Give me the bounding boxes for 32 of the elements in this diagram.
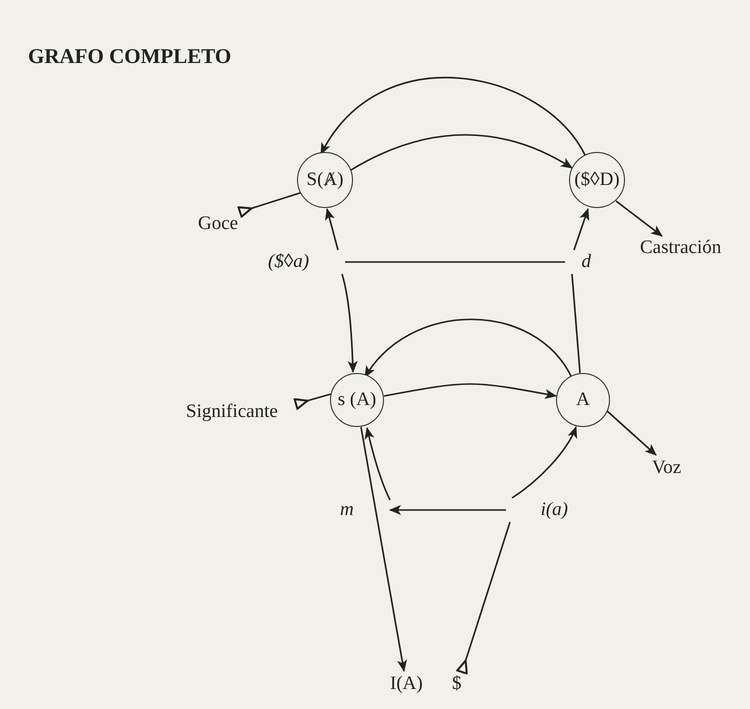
connector-line (571, 274, 581, 374)
junction-label: d (565, 250, 591, 274)
arrow (605, 409, 657, 456)
arrow (573, 208, 590, 250)
arrow (456, 522, 511, 675)
arrow (616, 200, 663, 237)
node-circle: A (556, 373, 610, 427)
node-circle: s (A) (330, 373, 384, 427)
node-label: $ (452, 672, 472, 696)
arrow (389, 505, 506, 515)
junction-label: i(a) (506, 498, 568, 522)
arrow (294, 393, 332, 410)
connector-line (345, 261, 565, 263)
node-label: Goce (198, 212, 248, 236)
node-circle: ($◊D) (569, 152, 625, 208)
node-label: Castración (640, 236, 740, 260)
arrow (360, 426, 408, 672)
node-circle: S(Ⱥ) (297, 152, 353, 208)
arrow (384, 383, 557, 399)
arrow (364, 427, 391, 500)
diagram-title: GRAFO COMPLETO (28, 44, 232, 69)
junction-label: ($◊a) (268, 250, 345, 274)
node-label: Significante (186, 400, 296, 424)
arrow (364, 318, 573, 378)
arrow (325, 208, 339, 250)
node-label: I(A) (390, 672, 430, 696)
arrow (350, 134, 573, 171)
arrow (512, 426, 577, 499)
junction-label: m (340, 498, 390, 522)
arrow (320, 77, 587, 158)
arrow (341, 274, 358, 373)
node-label: Voz (652, 456, 692, 480)
